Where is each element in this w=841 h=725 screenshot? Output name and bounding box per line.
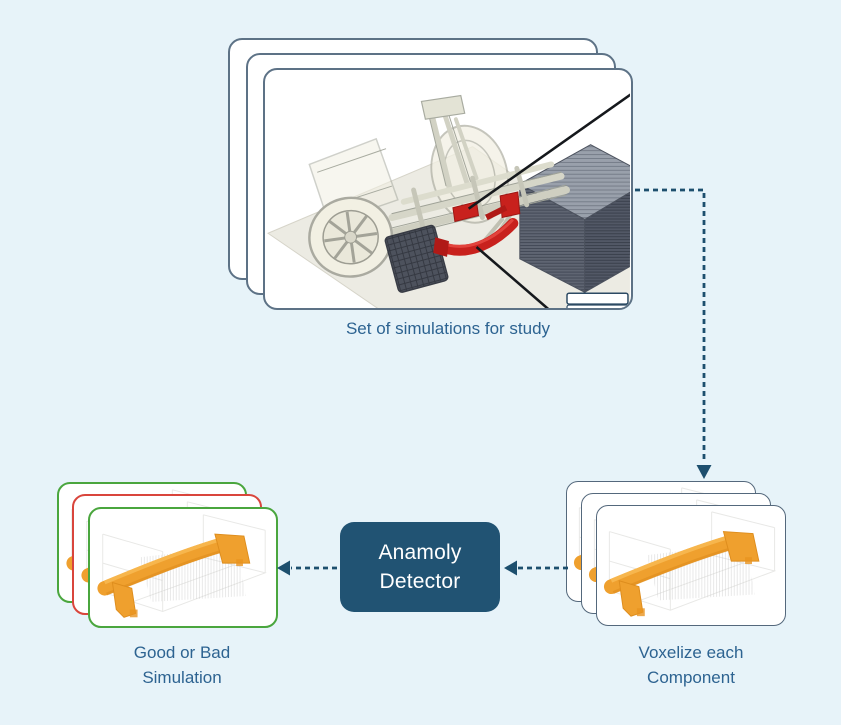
car-crash-illustration [265,70,631,308]
classification-card-front-good [88,507,278,628]
voxelize-caption-line1: Voxelize each [638,643,744,662]
detector-title-line2: Detector [379,570,461,593]
voxelize-caption-line2: Component [647,668,735,687]
voxel-bumper-illustration [597,506,785,625]
voxelize-card-front [596,505,786,626]
classification-caption: Good or Bad Simulation [77,640,287,690]
classification-caption-line2: Simulation [142,668,222,687]
down-arrowhead-icon [696,465,712,479]
voxelize-caption: Voxelize each Component [586,640,796,690]
anomaly-detector-box: Anamoly Detector [340,522,500,612]
classification-caption-line1: Good or Bad [133,643,231,662]
simulation-card-front [263,68,633,310]
left-arrowhead-into-classification-icon [277,560,290,576]
simulations-caption-text: Set of simulations for study [345,319,551,338]
left-arrowhead-into-detector-icon [504,560,517,576]
detector-title-line1: Anamoly [378,541,462,564]
simulations-caption: Set of simulations for study [238,318,658,340]
